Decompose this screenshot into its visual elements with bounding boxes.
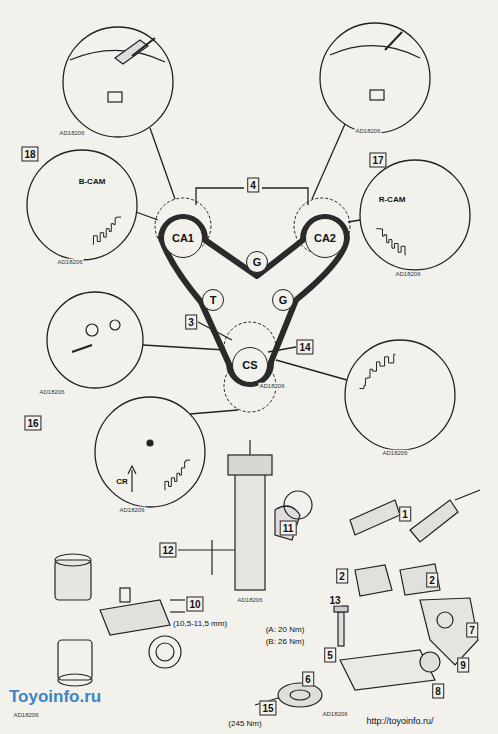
- detail-circle: [95, 397, 205, 507]
- pulley-label: T: [210, 294, 217, 306]
- figure-code: AD18206: [58, 130, 85, 137]
- pulley: G: [246, 251, 268, 273]
- detail-circle: [47, 292, 143, 388]
- callout-number: 15: [259, 701, 276, 716]
- pulley: T: [202, 289, 224, 311]
- figure-code: AD18206: [56, 259, 83, 266]
- timing-mark: R-CAM: [378, 196, 407, 205]
- figure-code: AD18206: [12, 712, 39, 719]
- pulley: CS: [232, 347, 268, 383]
- callout-number: 12: [159, 543, 176, 558]
- callout-number: 5: [324, 648, 336, 663]
- detail-circle: [320, 23, 430, 133]
- callout-number: 1: [399, 507, 411, 522]
- pulley: CA2: [305, 218, 345, 258]
- callout-number: 4: [247, 178, 259, 193]
- callout-number: 10: [186, 597, 203, 612]
- watermark-url: http://toyoinfo.ru/: [365, 717, 434, 727]
- detail-circle: [63, 27, 173, 137]
- pulley-label: CS: [242, 359, 257, 371]
- callout-number: 9: [457, 658, 469, 673]
- detail-circle: [345, 340, 455, 450]
- figure-code: AD18206: [38, 389, 65, 396]
- pulley-label: CA1: [172, 232, 194, 244]
- timing-mark: CR: [115, 478, 129, 487]
- callout-number: 14: [296, 340, 313, 355]
- figure-code: AD18206: [354, 128, 381, 135]
- callout-number: 13: [328, 595, 341, 606]
- pulley: CA1: [163, 218, 203, 258]
- timing-belt: [161, 217, 347, 384]
- figure-code: AD18206: [321, 711, 348, 718]
- gear-teeth: [376, 229, 405, 255]
- callout-number: 2: [426, 573, 438, 588]
- callout-number: 7: [466, 623, 478, 638]
- dimension-text: (B: 26 Nm): [265, 638, 306, 647]
- callout-number: 18: [21, 147, 38, 162]
- gear-teeth: [360, 354, 396, 388]
- figure-code: AD18206: [118, 507, 145, 514]
- callout-number: 8: [432, 684, 444, 699]
- figure-code: AD18206: [258, 383, 285, 390]
- timing-mark: B-CAM: [78, 178, 107, 187]
- callout-number: 11: [280, 521, 297, 536]
- callout-number: 17: [369, 153, 386, 168]
- pulley-label: G: [253, 256, 262, 268]
- detail-circle: [27, 150, 137, 260]
- dimension-text: (10,5-11,5 mm): [172, 620, 228, 629]
- dimension-text: (A: 20 Nm): [265, 626, 306, 635]
- pulley-label: G: [279, 294, 288, 306]
- dimension-text: (245 Nm): [227, 720, 262, 729]
- detail-circle: [360, 160, 470, 270]
- gear-teeth: [165, 460, 190, 490]
- figure-code: AD18206: [236, 597, 263, 604]
- callout-number: 2: [336, 569, 348, 584]
- watermark: Toyoinfo.ru: [8, 688, 102, 707]
- pulley-label: CA2: [314, 232, 336, 244]
- figure-code: AD18206: [381, 450, 408, 457]
- callout-number: 6: [302, 672, 314, 687]
- callout-number: 3: [185, 315, 197, 330]
- callout-number: 16: [24, 416, 41, 431]
- figure-code: AD18206: [394, 271, 421, 278]
- pulley: G: [272, 289, 294, 311]
- gear-teeth: [93, 217, 121, 244]
